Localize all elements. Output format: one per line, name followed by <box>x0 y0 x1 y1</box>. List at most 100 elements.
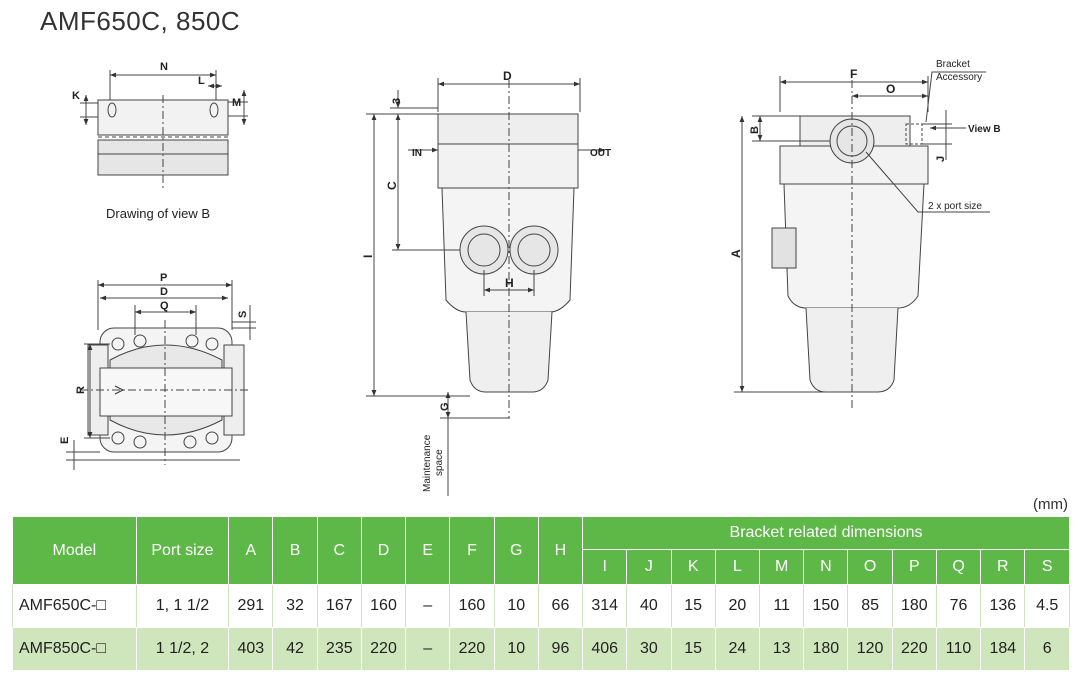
header-A: A <box>228 516 274 585</box>
header-D: D <box>360 516 407 585</box>
cell-F: 220 <box>449 627 495 671</box>
label-R: R <box>75 386 87 394</box>
label-3: 3 <box>391 98 403 104</box>
maintenance-label-1: Maintenance <box>422 434 433 492</box>
port-size-label: 2 x port size <box>928 201 982 212</box>
cell-I: 406 <box>582 627 628 671</box>
view-b-drawing <box>80 70 248 190</box>
cell-E: – <box>405 584 451 628</box>
cell-O: 85 <box>847 584 893 628</box>
header-M: M <box>758 549 805 585</box>
bracket-label-1: Bracket <box>936 59 970 70</box>
technical-drawings: N L K M Drawing of view B <box>59 59 1001 496</box>
label-H: H <box>505 276 514 290</box>
cell-B: 42 <box>272 627 318 671</box>
label-S: S <box>237 311 249 318</box>
label-in: IN <box>412 148 422 159</box>
header-O: O <box>847 549 893 585</box>
table-row: AMF650C-□ 1, 1 1/2 291 32 167 160 – 160 … <box>12 584 1070 628</box>
label-B: B <box>749 126 761 134</box>
side-view-drawing <box>734 71 990 410</box>
header-K: K <box>670 549 716 585</box>
dimension-table: Model Port size A B C D E F G H Bracket … <box>12 516 1070 671</box>
top-view-drawing <box>66 280 256 470</box>
view-b-caption: Drawing of view B <box>106 206 210 221</box>
cell-S: 4.5 <box>1024 584 1070 628</box>
cell-C: 167 <box>316 584 362 628</box>
cell-O: 120 <box>847 627 893 671</box>
cell-N: 180 <box>803 627 849 671</box>
cell-C: 235 <box>316 627 362 671</box>
cell-F: 160 <box>449 584 495 628</box>
header-C: C <box>316 516 362 585</box>
cell-M: 13 <box>758 627 805 671</box>
cell-P: 220 <box>891 627 937 671</box>
label-Q: Q <box>160 300 169 312</box>
cell-S: 6 <box>1024 627 1070 671</box>
label-P: P <box>160 272 167 284</box>
header-model: Model <box>12 516 137 585</box>
label-C: C <box>385 181 399 190</box>
header-bracket-group: Bracket related dimensions <box>582 516 1070 550</box>
cell-K: 15 <box>670 627 716 671</box>
cell-A: 403 <box>228 627 274 671</box>
cell-M: 11 <box>758 584 805 628</box>
header-E: E <box>405 516 451 585</box>
view-b-label: View B <box>968 124 1001 135</box>
label-N: N <box>160 61 168 73</box>
cell-B: 32 <box>272 584 318 628</box>
header-B: B <box>272 516 318 585</box>
header-P: P <box>891 549 937 585</box>
label-I: I <box>361 255 375 258</box>
label-O: O <box>886 82 895 96</box>
header-H: H <box>537 516 584 585</box>
cell-Q: 110 <box>935 627 982 671</box>
cell-N: 150 <box>803 584 849 628</box>
header-J: J <box>626 549 672 585</box>
cell-L: 24 <box>714 627 761 671</box>
cell-port-size: 1, 1 1/2 <box>135 584 230 628</box>
unit-label: (mm) <box>1033 496 1068 513</box>
label-L: L <box>198 75 205 87</box>
page-title: AMF650C, 850C <box>40 6 241 36</box>
header-S: S <box>1024 549 1070 585</box>
cell-D: 220 <box>360 627 407 671</box>
cell-D: 160 <box>360 584 407 628</box>
label-D: D <box>160 286 168 298</box>
cell-G: 10 <box>493 627 539 671</box>
table-row: AMF850C-□ 1 1/2, 2 403 42 235 220 – 220 … <box>12 627 1070 671</box>
cell-H: 66 <box>537 584 584 628</box>
bracket-label-2: Accessory <box>936 72 982 83</box>
header-N: N <box>803 549 849 585</box>
cell-L: 20 <box>714 584 761 628</box>
header-I: I <box>582 549 628 585</box>
cell-Q: 76 <box>935 584 982 628</box>
cell-R: 136 <box>980 584 1026 628</box>
cell-P: 180 <box>891 584 937 628</box>
header-port-size: Port size <box>135 516 230 585</box>
label-F: F <box>850 67 857 81</box>
label-M: M <box>232 97 241 109</box>
cell-port-size: 1 1/2, 2 <box>135 627 230 671</box>
cell-model: AMF650C-□ <box>12 584 137 628</box>
cell-G: 10 <box>493 584 539 628</box>
cell-J: 30 <box>626 627 672 671</box>
header-Q: Q <box>935 549 982 585</box>
header-G: G <box>493 516 539 585</box>
label-G: G <box>439 402 451 411</box>
label-D-front: D <box>503 69 512 83</box>
label-A: A <box>729 249 743 258</box>
cell-model: AMF850C-□ <box>12 627 137 671</box>
cell-J: 40 <box>626 584 672 628</box>
cell-H: 96 <box>537 627 584 671</box>
front-view-drawing <box>366 78 605 496</box>
label-K: K <box>72 90 80 102</box>
header-L: L <box>714 549 761 585</box>
header-F: F <box>449 516 495 585</box>
label-out: OUT <box>590 148 611 159</box>
cell-A: 291 <box>228 584 274 628</box>
label-E: E <box>59 437 71 444</box>
cell-R: 184 <box>980 627 1026 671</box>
label-J: J <box>935 156 947 162</box>
cell-K: 15 <box>670 584 716 628</box>
